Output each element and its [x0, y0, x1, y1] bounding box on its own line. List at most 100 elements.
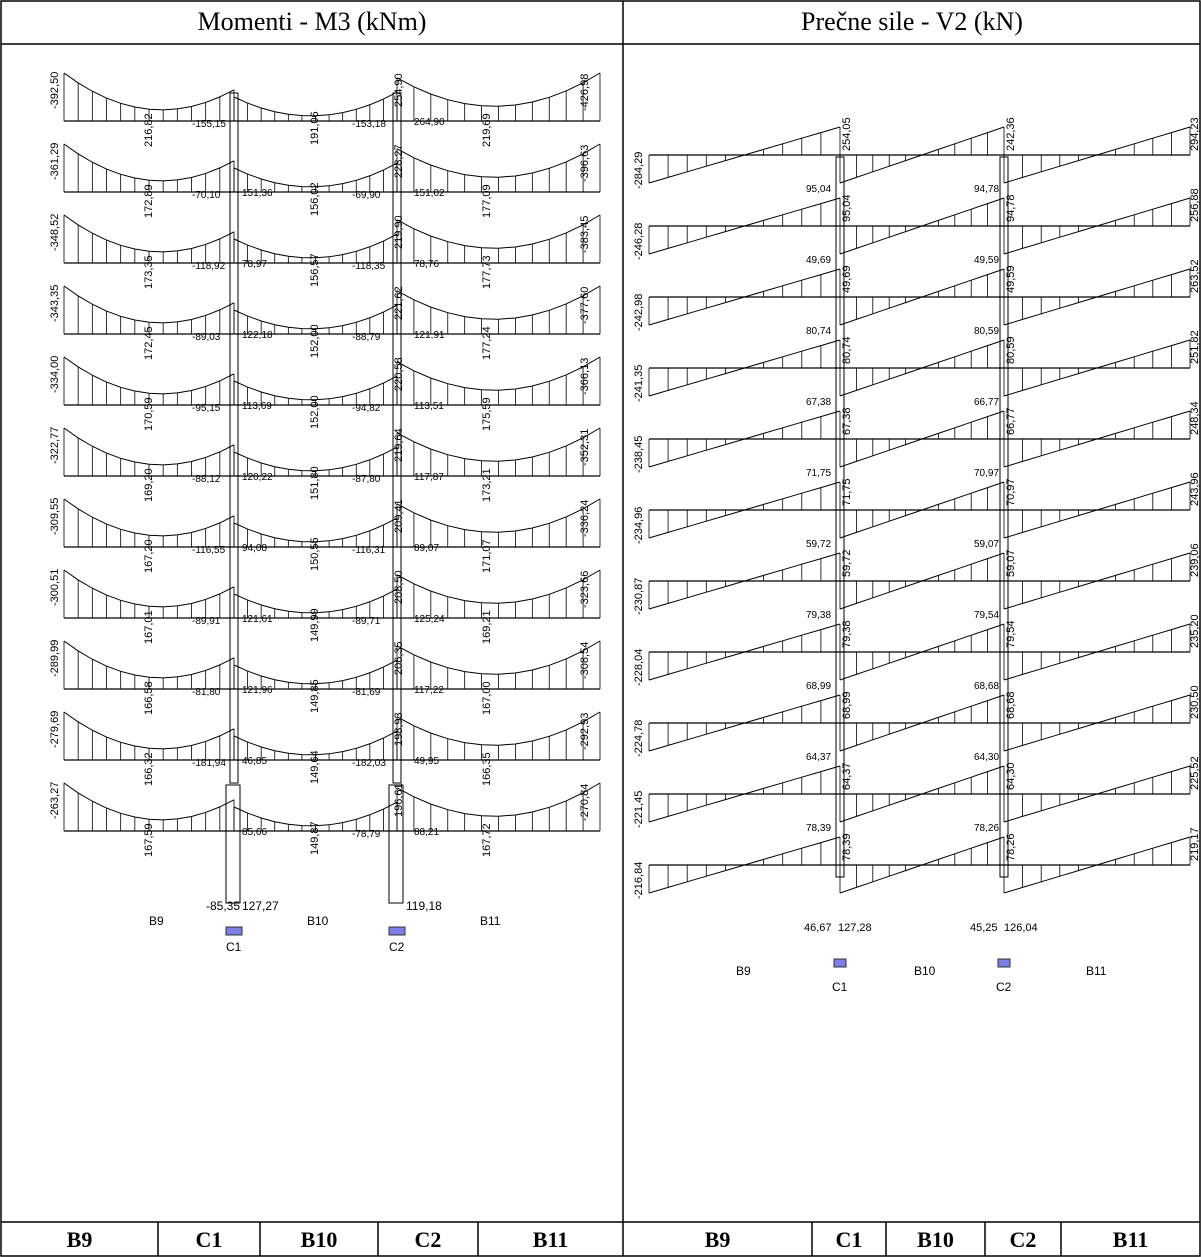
moment-curve — [233, 162, 398, 188]
shear-line — [648, 197, 841, 255]
moment-member-c1: C1 — [226, 940, 242, 954]
moment-label-b10-mid: 152,00 — [309, 324, 321, 358]
moment-label-b11-mid: 175,59 — [481, 397, 493, 431]
moment-label-c2-left: -94,82 — [352, 403, 381, 414]
shear-line — [1003, 765, 1191, 823]
shear-label-left-end: -216,84 — [633, 862, 645, 899]
shear-line — [1003, 268, 1191, 326]
moment-label-c1-left: -116,55 — [192, 545, 226, 556]
shear-line — [1003, 552, 1191, 610]
moment-label-b10-mid: 149,99 — [309, 608, 321, 642]
shear-line — [648, 126, 841, 184]
footer-left-c1: C1 — [195, 1227, 223, 1252]
moment-curve — [396, 569, 601, 604]
footer-right-c1: C1 — [835, 1227, 863, 1252]
shear-line — [839, 481, 1005, 539]
moment-label-b10-mid: 156,02 — [309, 182, 321, 216]
moment-label-c2-top: 254,90 — [393, 73, 405, 107]
shear-member-b11: B11 — [1086, 964, 1107, 978]
moment-label-c2-right: 125,24 — [414, 614, 445, 625]
moment-label-c2-top: 208,50 — [393, 570, 405, 604]
shear-label-right-end: 230,50 — [1189, 685, 1200, 719]
footer-left-b10: B10 — [300, 1227, 338, 1252]
shear-line — [839, 410, 1005, 468]
moment-label-b9-mid: 167,20 — [143, 539, 155, 573]
moment-curve — [63, 569, 235, 608]
shear-label-c2-left: 70,97 — [974, 468, 999, 479]
moment-label-c1-right: 94,08 — [242, 543, 267, 554]
shear-line — [839, 339, 1005, 397]
shear-base-c2-right: 126,04 — [1004, 922, 1038, 934]
shear-label-c2-left: 80,59 — [974, 326, 999, 337]
shear-label-right-end: 263,52 — [1189, 259, 1200, 293]
support-c2 — [997, 958, 1011, 968]
moment-label-b11-mid: 177,73 — [481, 255, 493, 289]
moment-label-right-end: -270,84 — [579, 784, 591, 821]
moment-label-c2-right: 121,91 — [414, 330, 445, 341]
shear-label-c2-top: 64,30 — [1005, 762, 1017, 790]
moment-curve — [233, 91, 398, 117]
shear-line — [648, 623, 841, 681]
moment-curve — [396, 782, 601, 817]
shear-label-c1-left: 95,04 — [806, 184, 831, 195]
moment-panel-title: Momenti - M3 (kNm) — [197, 7, 427, 36]
moment-label-c1-right: 85,66 — [242, 827, 267, 838]
shear-line — [839, 623, 1005, 681]
shear-label-right-end: 219,17 — [1189, 827, 1200, 861]
moment-label-c1-left: -118,92 — [192, 261, 226, 272]
moment-label-b11-mid: 177,09 — [481, 184, 493, 218]
moment-curve — [396, 498, 601, 533]
moment-label-left-end: -300,51 — [49, 569, 61, 606]
shear-line — [1003, 126, 1191, 184]
footer-left-b11: B11 — [532, 1227, 569, 1252]
moment-label-right-end: -323,66 — [579, 571, 591, 608]
moment-label-c2-top: 219,90 — [393, 215, 405, 249]
moment-label-c2-top: 221,62 — [393, 286, 405, 320]
moment-label-b11-mid: 167,00 — [481, 681, 493, 715]
moment-curve — [233, 801, 398, 827]
moment-label-c2-left: -87,80 — [352, 474, 381, 485]
shear-label-left-end: -228,04 — [633, 649, 645, 686]
moment-curve — [233, 446, 398, 472]
shear-label-c2-top: 68,68 — [1005, 691, 1017, 719]
moment-label-b9-mid: 166,58 — [143, 681, 155, 715]
moment-label-c1-right: 122,18 — [242, 330, 273, 341]
shear-label-left-end: -234,96 — [633, 507, 645, 544]
moment-label-c1-right: 121,96 — [242, 685, 273, 696]
moment-label-b11-mid: 177,24 — [481, 326, 493, 360]
moment-label-left-end: -348,52 — [49, 214, 61, 251]
moment-label-b11-mid: 219,69 — [481, 113, 493, 147]
shear-label-c2-left: 78,26 — [974, 823, 999, 834]
moment-label-c2-top: 219,64 — [393, 428, 405, 462]
moment-label-c1-left: -95,15 — [192, 403, 221, 414]
moment-base-c2-right: 119,18 — [406, 899, 442, 913]
shear-line — [1003, 410, 1191, 468]
moment-label-right-end: -383,45 — [579, 216, 591, 253]
shear-label-right-end: 243,96 — [1189, 472, 1200, 506]
column-c1-base — [225, 784, 241, 904]
shear-label-right-end: 294,23 — [1189, 117, 1200, 151]
shear-label-c1-left: 78,39 — [806, 823, 831, 834]
moment-label-left-end: -263,27 — [49, 782, 61, 819]
moment-label-right-end: -396,63 — [579, 145, 591, 182]
moment-label-b10-mid: 149,87 — [309, 821, 321, 855]
moment-label-c1-left: -88,12 — [192, 474, 221, 485]
moment-label-right-end: -426,98 — [579, 74, 591, 111]
moment-label-left-end: -334,00 — [49, 356, 61, 393]
footer-right-b11: B11 — [1112, 1227, 1149, 1252]
shear-label-left-end: -246,28 — [633, 223, 645, 260]
shear-label-right-end: 256,88 — [1189, 188, 1200, 222]
shear-label-c2-top: 242,36 — [1005, 117, 1017, 151]
column-c2-base — [388, 784, 404, 904]
moment-label-b9-mid: 167,01 — [143, 610, 155, 644]
moment-label-c2-left: -116,31 — [352, 545, 386, 556]
moment-label-b9-mid: 172,45 — [143, 326, 155, 360]
